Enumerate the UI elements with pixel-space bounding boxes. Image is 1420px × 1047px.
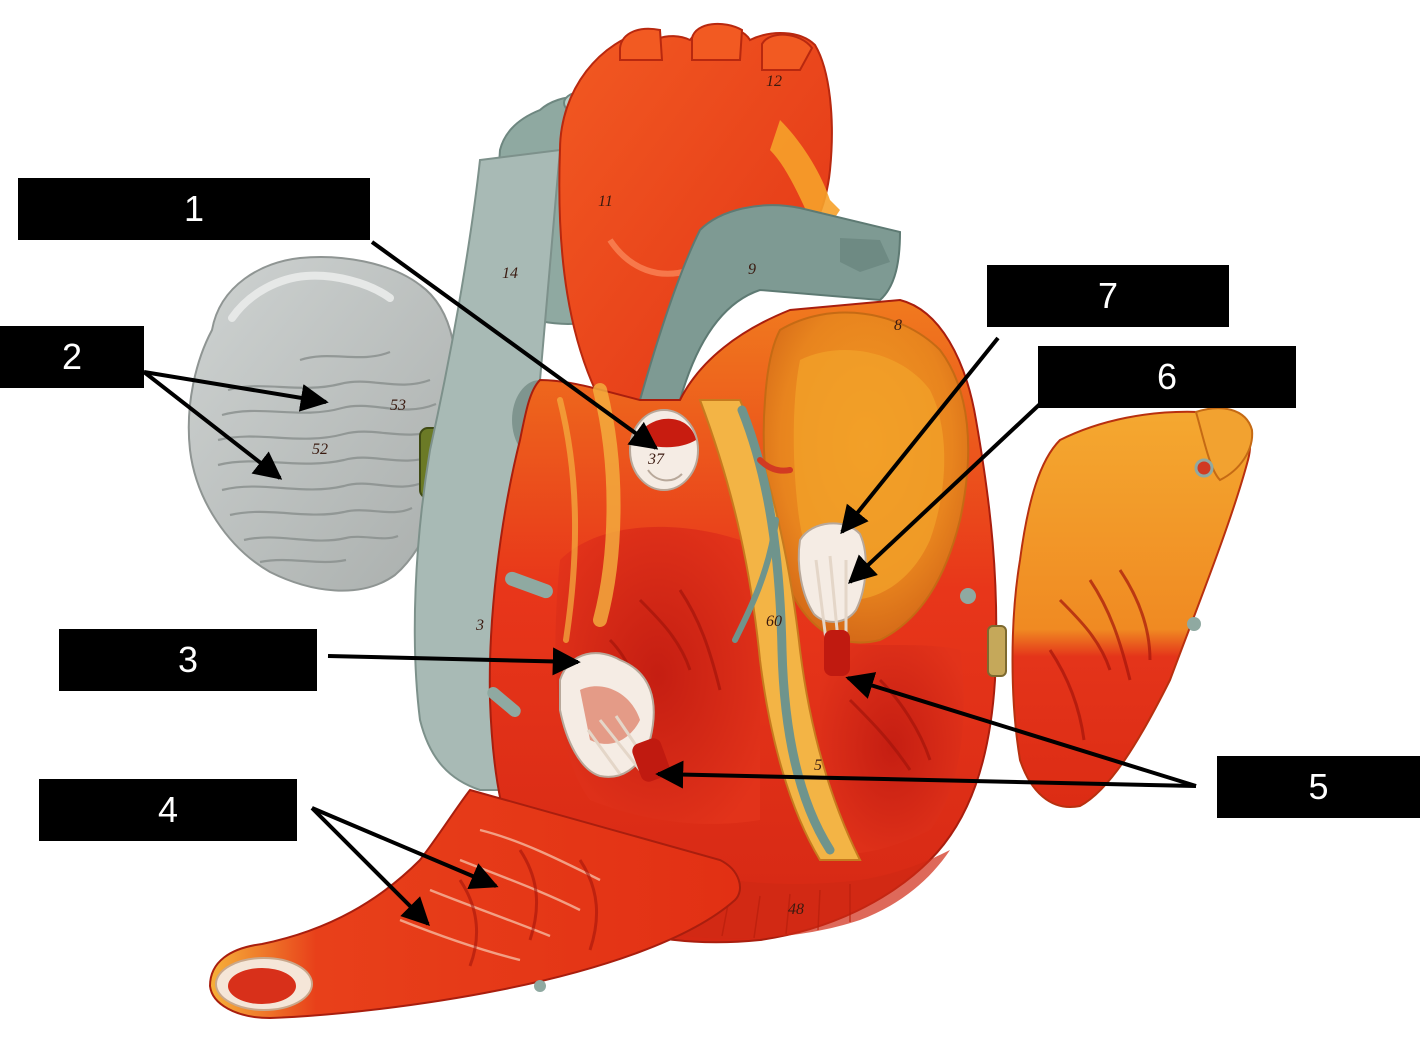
leader-arrows bbox=[142, 240, 1197, 926]
heart-body bbox=[488, 298, 998, 944]
model-number-8: 8 bbox=[894, 317, 902, 334]
mitral-valve bbox=[797, 522, 867, 676]
model-number-37: 37 bbox=[647, 451, 665, 468]
right-ventricle-flap bbox=[208, 788, 741, 1020]
pulmonary-valve bbox=[629, 409, 699, 491]
model-number-48: 48 bbox=[788, 901, 804, 918]
label-box-1: 1 bbox=[18, 178, 370, 240]
arrow-5b bbox=[655, 760, 1197, 789]
arrow-2b bbox=[142, 370, 283, 480]
arrow-1 bbox=[370, 240, 659, 450]
arrow-7 bbox=[840, 336, 1000, 535]
label-box-2: 2 bbox=[0, 326, 144, 388]
tricuspid-valve bbox=[559, 652, 670, 782]
arrow-4a bbox=[311, 806, 499, 890]
arrow-2a bbox=[143, 370, 329, 412]
label-box-3: 3 bbox=[59, 629, 317, 691]
arrow-5a bbox=[845, 672, 1197, 788]
model-number-3: 3 bbox=[475, 617, 484, 634]
model-number-14: 14 bbox=[502, 265, 518, 282]
aorta bbox=[558, 22, 840, 401]
model-number-5: 5 bbox=[814, 757, 822, 774]
model-number-60: 60 bbox=[766, 613, 782, 630]
label-box-7: 7 bbox=[987, 265, 1229, 327]
label-box-4: 4 bbox=[39, 779, 297, 841]
model-number-9: 9 bbox=[748, 261, 756, 278]
model-number-12: 12 bbox=[766, 73, 782, 90]
arrow-4b bbox=[310, 806, 430, 926]
pulmonary-trunk bbox=[638, 204, 902, 401]
arrow-6 bbox=[847, 402, 1042, 584]
pulmonary-flap-gray bbox=[187, 256, 458, 592]
model-number-53: 53 bbox=[390, 397, 406, 414]
left-ventricle-flap bbox=[987, 407, 1254, 808]
arrow-3 bbox=[327, 647, 581, 676]
model-number-11: 11 bbox=[598, 193, 613, 210]
label-box-6: 6 bbox=[1038, 346, 1296, 408]
model-number-52: 52 bbox=[312, 441, 328, 458]
label-box-5: 5 bbox=[1217, 756, 1420, 818]
